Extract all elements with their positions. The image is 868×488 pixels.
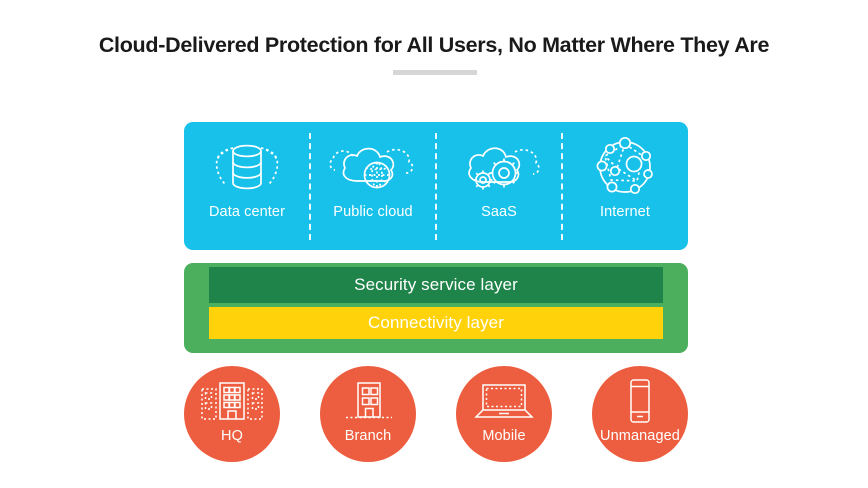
destination-label: SaaS: [481, 204, 517, 220]
connectivity-layer-bar[interactable]: Connectivity layer: [209, 307, 663, 339]
endpoint-unmanaged[interactable]: Unmanaged: [592, 366, 688, 462]
cloud-gears-icon: [453, 134, 545, 200]
layers-panel: Security service layer Connectivity laye…: [184, 263, 688, 353]
destination-item-data-center[interactable]: Data center: [184, 122, 311, 250]
endpoint-label: HQ: [221, 428, 243, 444]
destination-divider: [561, 133, 563, 240]
destination-label: Internet: [600, 204, 650, 220]
title-underline-rule: [393, 70, 477, 75]
destination-item-internet[interactable]: Internet: [562, 122, 688, 250]
connectivity-layer-label: Connectivity layer: [368, 313, 504, 332]
destination-divider: [309, 133, 311, 240]
page-title: Cloud-Delivered Protection for All Users…: [98, 33, 770, 57]
laptop-icon: [472, 377, 536, 425]
destination-item-public-cloud[interactable]: Public cloud: [310, 122, 437, 250]
endpoint-mobile[interactable]: Mobile: [456, 366, 552, 462]
office-buildings-icon: [198, 377, 266, 425]
security-layer-label: Security service layer: [354, 275, 518, 294]
endpoint-label: Unmanaged: [600, 428, 680, 444]
endpoint-label: Mobile: [482, 428, 526, 444]
cloud-globe-icon: [327, 134, 419, 200]
security-service-layer-bar[interactable]: Security service layer: [209, 267, 663, 303]
endpoint-hq[interactable]: HQ: [184, 366, 280, 462]
destinations-panel: Data center Public cloud: [184, 122, 688, 250]
database-icon: [211, 134, 283, 200]
destination-label: Data center: [208, 204, 286, 220]
smartphone-icon: [618, 377, 662, 425]
endpoint-branch[interactable]: Branch: [320, 366, 416, 462]
destination-label: Public cloud: [333, 204, 413, 220]
endpoints-row: HQ Branch: [184, 366, 688, 462]
destination-divider: [435, 133, 437, 240]
network-nodes-icon: [591, 134, 659, 200]
endpoint-label: Branch: [344, 428, 392, 444]
destination-item-saas[interactable]: SaaS: [436, 122, 563, 250]
small-building-icon: [338, 377, 398, 425]
